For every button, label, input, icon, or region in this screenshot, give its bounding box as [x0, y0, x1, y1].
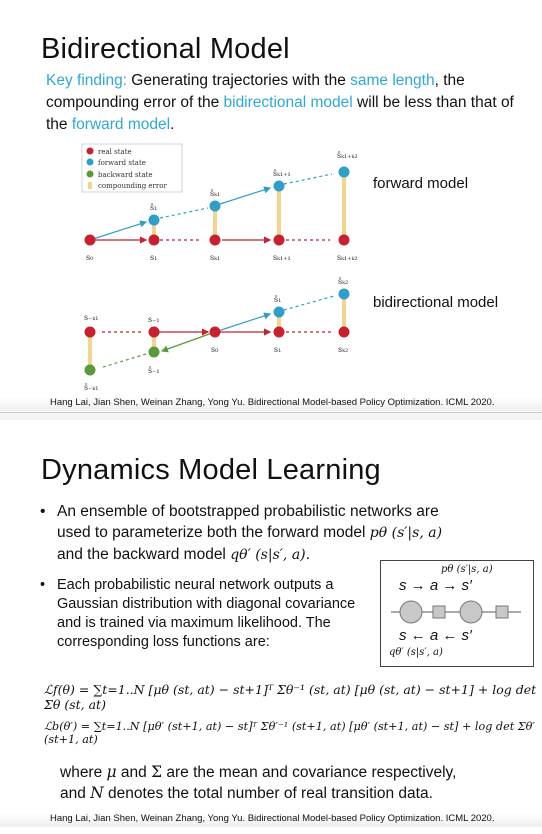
- svg-text:sₖ₁₊ₖ₂: sₖ₁₊ₖ₂: [337, 253, 358, 262]
- model-illustration-box: pθ (s′|s, a) s → a → s′ s ← a ← s′ qθ′ (…: [380, 560, 534, 667]
- box-forward-math: pθ (s′|s, a): [441, 564, 493, 575]
- backward-loss-equation: ℒb(θ′) = ∑t=1..N [μθ′ (st+1, at) − st]ᵀ …: [44, 720, 535, 746]
- svg-text:sₖ₂: sₖ₂: [338, 345, 348, 354]
- svg-text:sₖ₁₊₁: sₖ₁₊₁: [273, 253, 291, 262]
- box-backward-math: qθ′ (s|s′, a): [389, 647, 443, 658]
- svg-text:s₋₁: s₋₁: [148, 315, 160, 324]
- svg-text:s₋ₖ₁: s₋ₖ₁: [84, 313, 98, 322]
- finding-text-3: will be less than that of the: [46, 94, 514, 133]
- legend-backward-state-marker: [86, 170, 94, 178]
- legend-backward-state: backward state: [98, 171, 153, 179]
- bidirectional-model-diagram: s₋ₖ₁ s₋₁ s₀ s₁ sₖ₂ ŝ₋₁ ŝ₋ₖ₁ ŝ₁ ŝₖ₂: [84, 277, 350, 392]
- legend-forward-state: forward state: [98, 159, 146, 167]
- bullet1-line3: and the backward model: [57, 546, 231, 563]
- bullet2-line3: and is trained via maximum likelihood. T…: [57, 615, 331, 631]
- svg-text:s₀: s₀: [86, 253, 93, 262]
- n-symbol: N: [90, 784, 104, 802]
- bidirectional-model-label: bidirectional model: [373, 294, 499, 311]
- reference-bar: Hang Lai, Jian Shen, Weinan Zhang, Yong …: [0, 397, 542, 411]
- slide-dynamics-model-learning: Dynamics Model Learning • An ensemble of…: [0, 420, 542, 834]
- svg-text:ŝ₁: ŝ₁: [274, 295, 281, 304]
- legend-real-state-marker: [86, 147, 94, 155]
- svg-text:ŝₖ₁₊₁: ŝₖ₁₊₁: [273, 169, 291, 178]
- finding-text-1: Generating trajectories with the: [127, 72, 351, 89]
- key-finding-lead: Key finding:: [46, 72, 127, 89]
- svg-text:ŝ₋₁: ŝ₋₁: [148, 366, 160, 375]
- finding-highlight-same-length: same length: [350, 72, 435, 89]
- svg-text:ŝₖ₂: ŝₖ₂: [338, 277, 348, 286]
- backward-model-math: qθ′ (s|s′, a).: [230, 547, 311, 563]
- trajectory-diagram: real state forward state backward state …: [81, 143, 358, 392]
- finding-text-2: , the compounding error of the: [46, 72, 465, 111]
- forward-model-label: forward model: [373, 175, 469, 192]
- box-forward-arrow: s → a → s′: [399, 577, 472, 594]
- legend-real-state: real state: [98, 148, 132, 156]
- svg-text:ŝ₋ₖ₁: ŝ₋ₖ₁: [84, 383, 98, 392]
- finding-highlight-forward: forward model: [71, 116, 171, 133]
- svg-text:ŝₖ₁: ŝₖ₁: [210, 189, 220, 198]
- forward-loss-equation: ℒf(θ) = ∑t=1..N [μθ (st, at) − st+1]ᵀ Σθ…: [44, 682, 537, 712]
- where-explanation: where μ and Σ are the mean and covarianc…: [60, 763, 457, 802]
- forward-model-diagram: s₀ s₁ sₖ₁ sₖ₁₊₁ sₖ₁₊ₖ₂ ŝ₁ ŝₖ₁ ŝₖ₁₊₁ ŝₖ₁₊…: [84, 151, 358, 262]
- network-chain-icon: [391, 600, 521, 624]
- legend-compounding-error-marker: [88, 182, 92, 189]
- svg-text:s₁: s₁: [274, 345, 281, 354]
- svg-text:sₖ₁: sₖ₁: [210, 253, 220, 262]
- bullet2-line2: Gaussian distribution with diagonal cova…: [57, 596, 356, 612]
- bullet2-line1: Each probabilistic neural network output…: [57, 577, 334, 593]
- box-backward-arrow: s ← a ← s′: [399, 627, 472, 644]
- forward-model-math: pθ (s′|s, a): [369, 525, 443, 541]
- svg-text:s₀: s₀: [211, 345, 218, 354]
- finding-text-4: .: [170, 116, 175, 133]
- slide-title: Dynamics Model Learning: [41, 454, 381, 486]
- reference-citation: Hang Lai, Jian Shen, Weinan Zhang, Yong …: [50, 813, 495, 824]
- svg-text:ŝₖ₁₊ₖ₂: ŝₖ₁₊ₖ₂: [337, 151, 358, 160]
- diagram-legend: real state forward state backward state …: [81, 143, 183, 193]
- reference-citation: Hang Lai, Jian Shen, Weinan Zhang, Yong …: [50, 397, 495, 408]
- svg-text:ŝ₁: ŝ₁: [150, 203, 157, 212]
- finding-highlight-bidirectional: bidirectional model: [223, 94, 353, 111]
- sigma-symbol: Σ: [151, 763, 163, 781]
- legend-compounding-error: compounding error: [98, 182, 167, 190]
- bullet2-line4: corresponding loss functions are:: [57, 634, 270, 650]
- slide-title: Bidirectional Model: [41, 33, 290, 65]
- bullet1-line1: An ensemble of bootstrapped probabilisti…: [57, 503, 439, 520]
- reference-bar: Hang Lai, Jian Shen, Weinan Zhang, Yong …: [0, 813, 542, 827]
- mu-symbol: μ: [106, 763, 117, 781]
- key-finding-paragraph: Key finding: Generating trajectories wit…: [46, 70, 526, 136]
- svg-text:s₁: s₁: [150, 253, 157, 262]
- legend-forward-state-marker: [86, 158, 94, 166]
- slide-bidirectional-model: Bidirectional Model Key finding: Generat…: [0, 0, 542, 414]
- bullet1-line2: used to parameterize both the forward mo…: [57, 524, 370, 541]
